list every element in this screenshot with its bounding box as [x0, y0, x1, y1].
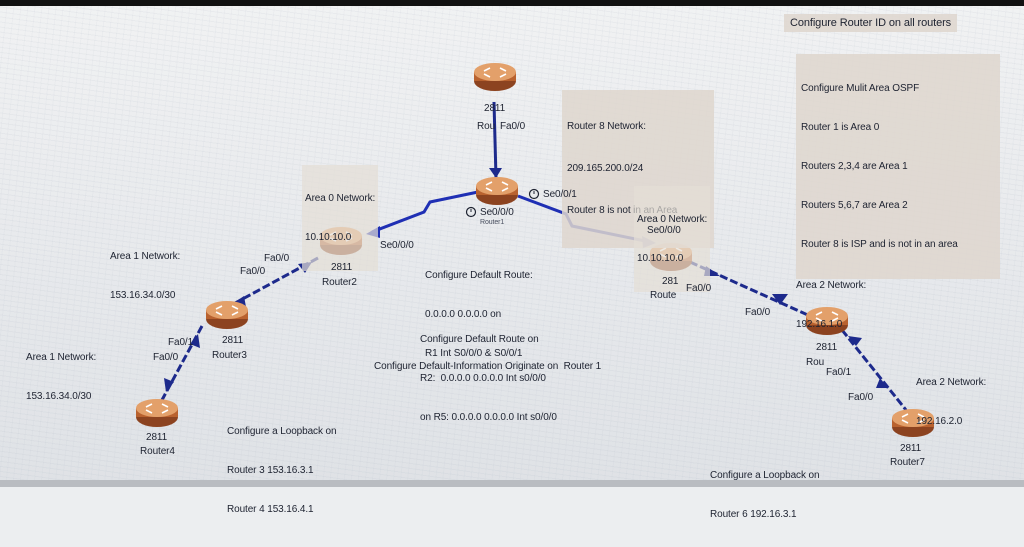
area-network: 153.16.34.0/30 [26, 391, 92, 402]
router5-name: Route [650, 290, 677, 301]
router3-fa01-label: Fa0/1 [168, 337, 194, 348]
area-title: Area 0 Network: [305, 193, 376, 204]
ospf-line: Router 8 is ISP and is not in an area [801, 239, 958, 250]
router7-model: 2811 [900, 443, 922, 454]
router4-name: Router4 [140, 446, 175, 457]
note-line: Router 4 153.16.4.1 [227, 504, 314, 515]
link-arrow [876, 378, 888, 388]
top-edge [0, 0, 1024, 6]
router6-icon[interactable] [804, 306, 850, 336]
area-network: 153.16.34.0/30 [110, 290, 176, 301]
router7-fa00-label: Fa0/0 [848, 392, 874, 403]
area2-top-label: Area 2 Network: 192.16.1.0 [796, 253, 866, 357]
router3-fa00-top-label: Fa0/0 [240, 266, 266, 277]
area2-bottom-label: Area 2 Network: 192.16.2.0 [916, 350, 986, 454]
ospf-line: Routers 5,6,7 are Area 2 [801, 200, 908, 211]
area0-right-label: Area 0 Network: 10.10.10.0 [634, 186, 711, 292]
link-arrow [848, 336, 862, 346]
router8-icon[interactable] [472, 62, 518, 92]
router4-model: 2811 [146, 432, 168, 443]
note-line: Router 6 192.16.3.1 [710, 509, 797, 520]
router6-fa00-in-label: Fa0/0 [745, 307, 771, 318]
router1-name-partial: Router1 [480, 219, 505, 226]
router1-se001-label: Se0/0/1 [543, 189, 577, 200]
default-route-r1-note: Configure Default Route: 0.0.0.0 0.0.0.0… [425, 243, 533, 386]
area-title: Area 1 Network: [26, 352, 97, 363]
note-line: Configure a Loopback on [710, 470, 820, 481]
area-network: 10.10.10.0 [637, 253, 684, 264]
router5-model: 281 [662, 276, 679, 287]
link-arrow [489, 168, 502, 178]
note-line: 0.0.0.0 0.0.0.0 on [425, 309, 502, 320]
area-network: 192.16.2.0 [916, 416, 963, 427]
router-id-instruction: Configure Router ID on all routers [784, 14, 958, 32]
area-network: 10.10.10.0 [305, 232, 352, 243]
router8-network-line: 209.165.200.0/24 [567, 163, 644, 174]
note-line: R1 Int S0/0/0 & S0/0/1 [425, 348, 523, 359]
note-line: on R5: 0.0.0.0 0.0.0.0 Int s0/0/0 [420, 412, 557, 423]
link-arrow [164, 378, 174, 392]
ospf-instructions-box: Configure Mulit Area OSPF Router 1 is Ar… [796, 54, 1000, 279]
link-r6-r7[interactable] [840, 329, 908, 411]
router4-icon[interactable] [134, 398, 180, 428]
ospf-line: Configure Mulit Area OSPF [801, 83, 920, 94]
router1-se000-label: Se0/0/0 [480, 207, 514, 218]
note-line: Configure Default Route on [420, 334, 539, 345]
area-title: Area 1 Network: [110, 251, 181, 262]
loopback-r6-note: Configure a Loopback on Router 6 192.16.… [710, 443, 820, 547]
router8-model: 2811 [484, 103, 506, 114]
default-info-originate-note: Configure Default-Information Originate … [374, 361, 602, 372]
area1-top-label: Area 1 Network: 153.16.34.0/30 [110, 224, 180, 328]
area0-left-label: Area 0 Network: 10.10.10.0 [302, 165, 379, 271]
clock-icon [528, 188, 540, 200]
bottom-edge [0, 480, 1024, 487]
area-title: Area 2 Network: [916, 377, 987, 388]
router8-name: Rou [477, 121, 496, 132]
area-network: 192.16.1.0 [796, 319, 843, 330]
router3-model: 2811 [222, 335, 244, 346]
router6-name: Rou [806, 357, 825, 368]
default-route-r2-r5-note: Configure Default Route on R2: 0.0.0.0 0… [420, 307, 557, 450]
router6-fa01-label: Fa0/1 [826, 367, 852, 378]
router3-fa00-label: Fa0/0 [153, 352, 179, 363]
router1-icon[interactable] [474, 176, 520, 206]
router3-name: Router3 [212, 350, 247, 361]
router3-icon[interactable] [204, 300, 250, 330]
note-line: R2: 0.0.0.0 0.0.0.0 Int s0/0/0 [420, 373, 546, 384]
router2-fa00-label: Fa0/0 [264, 253, 290, 264]
area-title: Area 2 Network: [796, 280, 867, 291]
router2-name: Router2 [322, 277, 357, 288]
router2-model: 2811 [331, 262, 353, 273]
area-title: Area 0 Network: [637, 214, 708, 225]
link-arrow [190, 334, 200, 348]
router7-name: Router7 [890, 457, 925, 468]
link-r8-r1[interactable] [492, 101, 498, 179]
ospf-line: Router 1 is Area 0 [801, 122, 880, 133]
router6-model: 2811 [816, 342, 838, 353]
router2-se000-label: Se0/0/0 [380, 240, 414, 251]
router8-network-line: Router 8 Network: [567, 121, 646, 132]
link-r1-r2-serial[interactable] [371, 190, 479, 234]
ospf-line: Routers 2,3,4 are Area 1 [801, 161, 908, 172]
area1-bottom-label: Area 1 Network: 153.16.34.0/30 [26, 325, 96, 429]
link-arrow [772, 294, 788, 305]
clock-icon [465, 206, 477, 218]
note-line: Router 3 153.16.3.1 [227, 465, 314, 476]
router5-fa00-label: Fa0/0 [686, 283, 712, 294]
router7-icon[interactable] [890, 408, 936, 438]
router5-se000-label: Se0/0/0 [647, 225, 681, 236]
note-line: Configure a Loopback on [227, 426, 337, 437]
loopback-r3-r4-note: Configure a Loopback on Router 3 153.16.… [227, 399, 337, 542]
topology-canvas: Configure Router ID on all routers Confi… [0, 0, 1024, 520]
note-line: Configure Default Route: [425, 270, 533, 281]
router8-fa00-label: Fa0/0 [500, 121, 526, 132]
